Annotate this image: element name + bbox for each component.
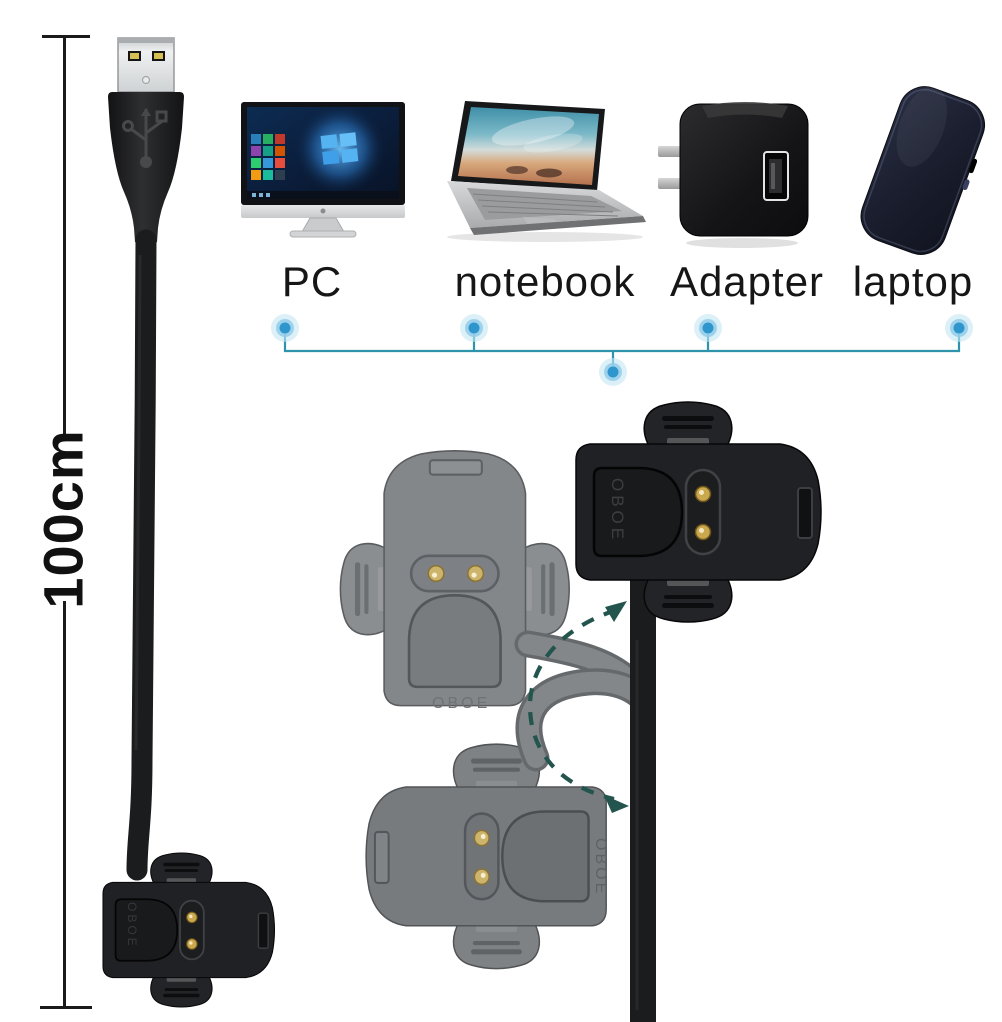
adapter-icon	[658, 102, 809, 248]
keyboard-lines	[472, 193, 619, 217]
laptop-front-edge	[470, 216, 646, 235]
measure-top-cap	[42, 35, 90, 38]
brand-text-main: OBOE	[608, 478, 627, 543]
adapter-top-face	[702, 102, 788, 118]
usb-trident-icon	[122, 108, 168, 168]
connector-dot-notebook	[460, 314, 488, 342]
powerbank-body	[860, 86, 986, 255]
wallpaper-clouds	[491, 116, 583, 178]
powerbank-icon	[860, 86, 986, 255]
compat-connector	[271, 314, 973, 386]
usb-cable-sheen	[134, 254, 142, 751]
rotation-arrow	[527, 601, 629, 813]
laptop-shadow	[447, 232, 643, 242]
compat-label-notebook: notebook	[454, 258, 636, 305]
usb-shell-hole	[141, 75, 151, 85]
compat-label-adapter: Adapter	[669, 258, 825, 305]
powerbank-button-2	[962, 179, 970, 191]
connector-dot-adapter	[694, 314, 722, 342]
usb-contact-gold-2	[154, 53, 163, 59]
connector-dot-laptop	[945, 314, 973, 342]
powerbank-button	[968, 158, 978, 174]
adapter-shadow	[686, 238, 798, 248]
adapter-prong-top	[658, 146, 686, 157]
taskbar	[247, 191, 399, 199]
rotation-arrow-head-bottom	[604, 795, 629, 813]
usb-shell-edge	[118, 38, 174, 43]
brand-text-attached: OBOE	[125, 902, 139, 949]
charger-clip-ghost-lower	[364, 742, 608, 970]
compat-label-pc: PC	[281, 258, 343, 305]
rotation-arrow-arc	[527, 608, 617, 802]
connector-line	[283, 334, 961, 366]
usb-contact-gold	[130, 53, 139, 59]
measure-bottom-cap	[40, 1006, 92, 1009]
brand-text-ghost-upper: OBOE	[432, 695, 490, 712]
rotation-arrow-head-top	[605, 601, 627, 622]
measure-line-lower	[63, 601, 66, 1008]
wallpaper-glow	[294, 103, 386, 195]
windows-logo	[320, 132, 359, 165]
brand-text-ghost-lower: OBOE	[592, 838, 609, 896]
connector-dot-product	[599, 358, 627, 386]
monitor-logo-dot	[320, 208, 326, 214]
connector-dot-pc	[271, 314, 299, 342]
usb-connector	[108, 37, 184, 246]
usb-port-tongue	[771, 163, 775, 189]
pc-icon	[241, 102, 405, 238]
compat-label-laptop: laptop	[852, 258, 974, 305]
monitor-base	[289, 230, 357, 238]
start-tiles	[251, 134, 285, 180]
taskbar-icons	[252, 193, 270, 197]
laptop-wallpaper	[458, 107, 599, 185]
measure-line-upper	[63, 36, 66, 437]
charger-clip-ghost-upper	[339, 449, 571, 707]
ghost-cables	[514, 630, 656, 772]
adapter-prong-bottom	[658, 178, 686, 189]
notebook-icon	[447, 101, 646, 242]
usb-cable	[126, 229, 157, 881]
